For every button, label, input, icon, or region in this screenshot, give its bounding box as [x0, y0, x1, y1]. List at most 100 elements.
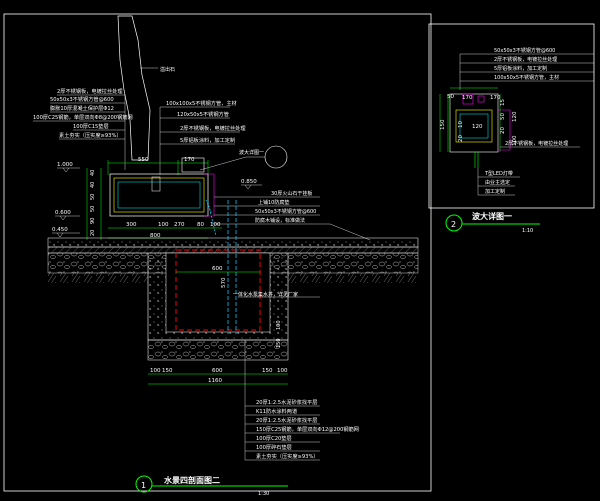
- left-note-2: 50x50x3不锈钢方管@600: [50, 95, 114, 103]
- horizontal-dims: 300 100 270 80 100 800: [108, 222, 222, 239]
- detail-dim-1: 170: [462, 95, 473, 101]
- detail-dim-10: 170: [490, 95, 501, 101]
- hdim-3: 270: [174, 222, 185, 228]
- detail-dim-12: 100: [512, 135, 518, 146]
- hdim-2: 100: [158, 222, 169, 228]
- detail-scale: 1:10: [522, 228, 533, 234]
- vertical-dimensions: 40 40 50 50 90 20: [86, 168, 102, 240]
- left-note-leaders: [33, 94, 126, 170]
- mid-note-3: 50x50x3不锈钢方管@600: [255, 208, 316, 215]
- base-dimensions: 100 150 600 150 100 1160: [148, 368, 288, 385]
- dim-170: 170: [184, 157, 195, 163]
- detail-dimensions: 170 50 150 120 10 20 15 50 120 170 20 10…: [440, 94, 518, 146]
- bottom-note-1: 20厚1:2.5水泥砂浆找平层: [256, 398, 317, 406]
- pit-depth: 570: [221, 277, 227, 288]
- main-title-block: 1 水景四剖面图二 1:30: [135, 475, 288, 497]
- mid-note-2: 上铺10防腐垫: [258, 199, 289, 206]
- detail-title-block: 2 波大详图一 1:10: [445, 211, 540, 234]
- detail-dim-9: 120: [512, 111, 518, 122]
- top-dimension: 550 170: [107, 157, 209, 175]
- bottom-note-4: 150厚C25钢筋，单层双向Φ12@200钢筋网: [256, 425, 359, 433]
- bottom-note-7: 素土夯实（压实度≥93%）: [256, 452, 319, 460]
- elevation-2: 0.850: [241, 179, 257, 185]
- detail-body: [439, 87, 511, 168]
- left-note-1: 2厚不锈钢板，电镀拉丝处理: [57, 87, 123, 95]
- detail-dim-5: 10: [458, 121, 464, 128]
- detail-callout: [199, 145, 288, 171]
- vdim-6: 20: [90, 230, 96, 236]
- detail-callout-label: 波大详图一: [239, 149, 264, 156]
- right-note-3: 2厚不锈钢板，电镀拉丝处理: [180, 124, 246, 132]
- detail-dim-11: 20: [500, 127, 506, 134]
- main-title-number: 1: [141, 481, 146, 490]
- base-dim-5: 100: [277, 368, 288, 374]
- detail-top-note-3: 5厚铝板涂料，加工定制: [494, 65, 547, 72]
- overflow-stone-label: 溢出石: [160, 66, 175, 73]
- detail-dim-2: 50: [447, 94, 454, 100]
- hdim-1: 300: [126, 222, 137, 228]
- main-section-frame: [3, 13, 432, 492]
- vdim-5: 90: [90, 218, 96, 224]
- vdim-2: 40: [90, 182, 96, 188]
- vdim-1: 40: [90, 170, 96, 176]
- vdim-3: 50: [90, 194, 96, 200]
- detail-bottom-note-2: T型LED灯带: [484, 170, 513, 177]
- detail-bottom-note-4: 加工定制: [485, 188, 505, 195]
- right-notes: 100x100x5不锈钢方管，主材 120x50x5不锈钢方管 2厚不锈钢板，电…: [166, 99, 246, 144]
- detail-bottom-notes: 2厚不锈钢板，电镀拉丝处理 T型LED灯带 由业主选定 加工定制: [484, 140, 568, 195]
- left-note-6: 素土夯实（压实度≥93%）: [59, 131, 122, 139]
- pump-pit: [147, 200, 289, 361]
- elevation-3: 0.600: [55, 210, 71, 216]
- mid-note-4: 防腐木铺设，标准做法: [255, 217, 305, 224]
- detail-bottom-note-1: 2厚不锈钢板，电镀拉丝处理: [505, 140, 568, 147]
- base-total: 1160: [208, 378, 222, 384]
- left-note-3: 膨胀10厚混凝土保护层Φ12: [50, 104, 114, 112]
- detail-top-notes: 50x50x3不锈钢方管@600 2厚不锈钢板，电镀拉丝处理 5厚铝板涂料，加工…: [494, 47, 559, 81]
- bottom-notes: 20厚1:2.5水泥砂浆找平层 K11防水涂料两道 20厚1:2.5水泥砂浆找平…: [256, 398, 359, 460]
- detail-top-note-4: 100x50x5不锈钢方管，主材: [494, 74, 559, 81]
- left-note-5: 100厚C15垫层: [73, 122, 109, 130]
- pool-structure: [109, 157, 217, 237]
- base-dim-4: 150: [262, 368, 273, 374]
- detail-frame: [428, 23, 595, 209]
- detail-title-number: 2: [451, 220, 456, 229]
- elevation-markers: 1.000 0.850 0.600 0.450: [52, 162, 257, 233]
- detail-dim-3: 150: [440, 119, 446, 130]
- detail-top-note-1: 50x50x3不锈钢方管@600: [494, 47, 555, 54]
- main-scale: 1:30: [258, 491, 269, 497]
- main-title: 水景四剖面图二: [163, 475, 220, 485]
- mid-notes: 30厚火山石干挂板 上铺10防腐垫 50x50x3不锈钢方管@600 防腐木铺设…: [255, 190, 316, 224]
- wall-dim-1: 100: [276, 320, 282, 330]
- detail-dim-4: 120: [472, 124, 483, 130]
- elevation-1: 1.000: [57, 162, 73, 168]
- base-dim-2: 150: [162, 368, 173, 374]
- bottom-note-2: K11防水涂料两道: [256, 407, 297, 415]
- pit-note: 一体化水泵集水井，详见厂家: [233, 291, 298, 298]
- dim-550: 550: [138, 157, 149, 163]
- base-dim-1: 100: [150, 368, 161, 374]
- bottom-note-3: 20厚1:2.5水泥砂浆找平层: [256, 416, 317, 424]
- overflow-stone: [117, 15, 151, 161]
- left-note-4: 100厚C25钢筋，单层双向Φ8@200钢筋网: [33, 113, 133, 121]
- wall-dim-2: 150: [276, 338, 282, 348]
- vdim-4: 50: [90, 206, 96, 212]
- detail-dim-8: 50: [500, 113, 506, 120]
- detail-dim-6: 20: [458, 135, 464, 142]
- detail-bottom-note-3: 由业主选定: [485, 179, 510, 186]
- bottom-note-5: 100厚C20垫层: [256, 434, 292, 442]
- right-note-4: 5厚铝板涂料，加工定制: [180, 136, 235, 144]
- hdim-5: 100: [210, 222, 221, 228]
- detail-top-note-2: 2厚不锈钢板，电镀拉丝处理: [494, 56, 557, 63]
- base-dim-3: 600: [212, 368, 223, 374]
- mid-note-1: 30厚火山石干挂板: [271, 190, 312, 197]
- right-note-2: 120x50x5不锈钢方管: [177, 110, 229, 118]
- hdim-4: 80: [197, 222, 204, 228]
- right-note-leaders: [159, 106, 240, 175]
- bottom-note-6: 100厚碎石垫层: [256, 443, 292, 451]
- pit-width: 600: [212, 266, 223, 272]
- elevation-4: 0.450: [52, 227, 68, 233]
- dim-800: 800: [150, 233, 161, 239]
- right-note-1: 100x100x5不锈钢方管，主材: [166, 99, 237, 107]
- detail-dim-7: 15: [500, 99, 506, 106]
